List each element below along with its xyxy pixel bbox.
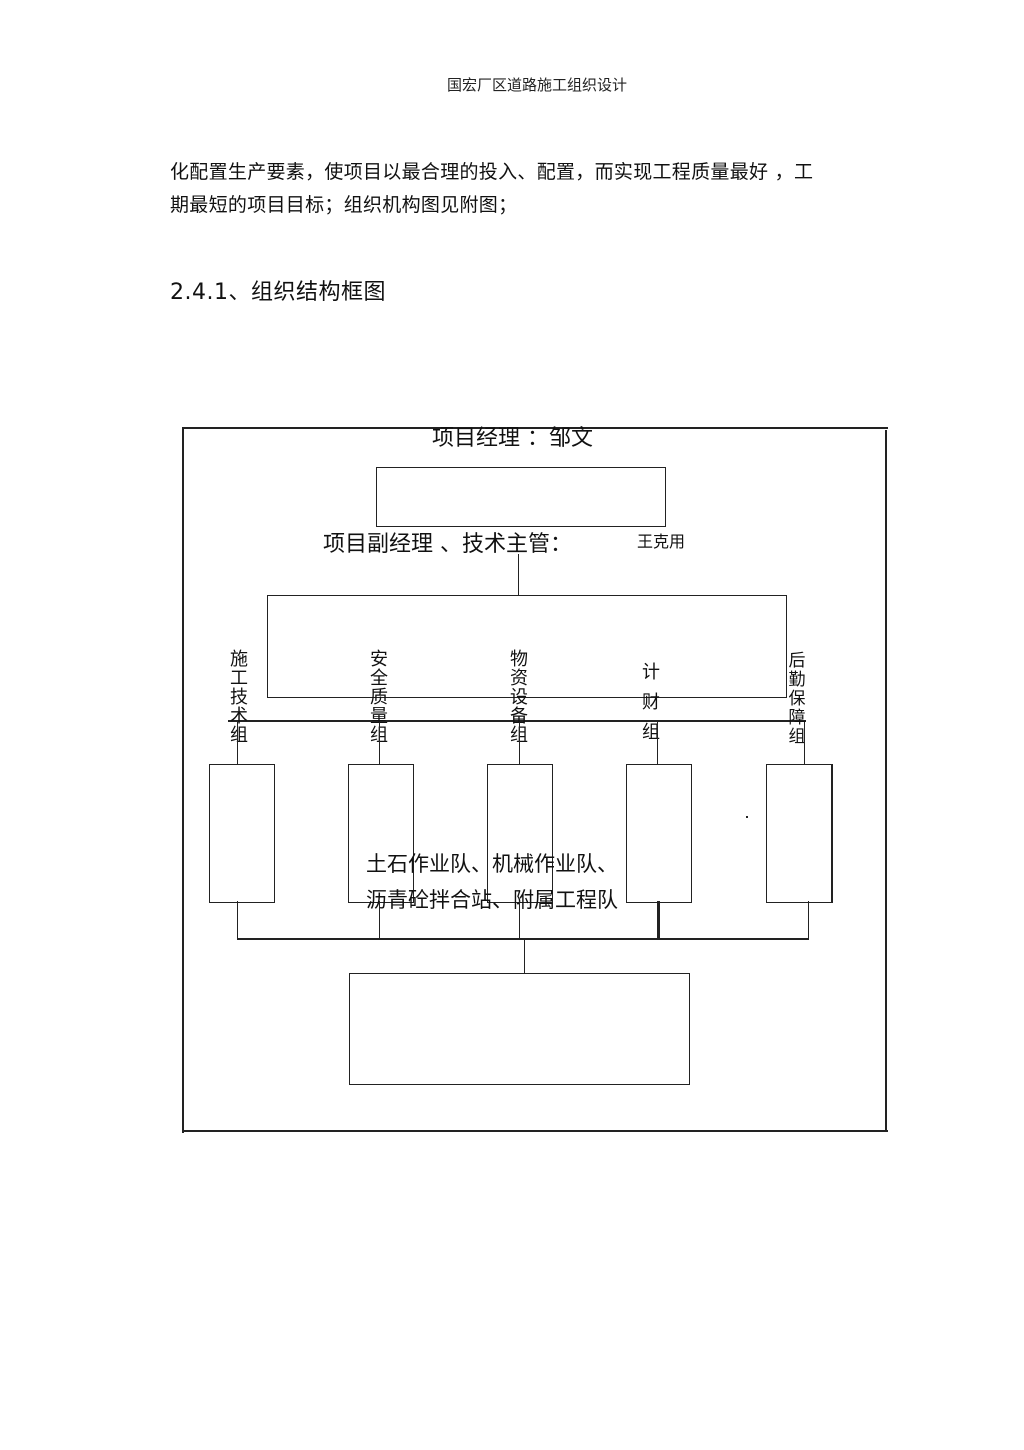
- bottom-drop-2: [379, 901, 381, 939]
- bottom-drop-4: [657, 901, 660, 939]
- deputy-label: 项目副经理 、技术主管：: [323, 532, 572, 557]
- paragraph-line-2: 期最短的项目目标；组织机构图见附图；: [170, 194, 518, 216]
- bottom-drop-3: [519, 901, 521, 939]
- frame-right-edge: [885, 430, 887, 1132]
- body-paragraph: 化配置生产要素，使项目以最合理的投入、配置，而实现工程质量最好 ，工 期最短的项…: [170, 156, 930, 222]
- deputy-box: [267, 595, 787, 698]
- connector-group-3: [519, 722, 521, 764]
- teams-line-2: 沥青砼拌合站、附属工程队: [366, 888, 618, 912]
- connector-deputy: [518, 554, 520, 596]
- deputy-name: 王克用: [637, 532, 686, 551]
- paragraph-line-1: 化配置生产要素，使项目以最合理的投入、配置，而实现工程质量最好 ，工: [170, 161, 814, 183]
- group-box-logistics: [766, 764, 833, 903]
- connector-group-4: [657, 722, 659, 764]
- finance-label-text: 计财组: [642, 662, 660, 743]
- connector-group-5: [804, 722, 806, 764]
- stray-dot: [746, 816, 748, 818]
- groups-bus-line: [228, 720, 806, 722]
- group-label-safety-quality: 安全质量组: [370, 649, 388, 746]
- bottom-drop-1: [237, 901, 239, 939]
- group-label-materials-equipment: 物资设备组: [510, 649, 528, 746]
- group-label-construction-tech: 施工技术组: [230, 649, 248, 746]
- group-label-finance: 计财组: [640, 658, 662, 748]
- manager-box: [376, 467, 666, 527]
- frame-top-edge: [182, 427, 888, 429]
- section-heading: 2.4.1、组织结构框图: [170, 280, 386, 305]
- frame-left-edge: [182, 427, 184, 1133]
- teams-line-1: 土石作业队、机械作业队、: [366, 852, 618, 876]
- group-box-finance: [626, 764, 692, 903]
- group-label-logistics: 后勤保障组: [788, 651, 806, 747]
- group-box-materials-equipment: [487, 764, 553, 903]
- group-box-construction-tech: [209, 764, 275, 903]
- teams-box: [349, 973, 690, 1085]
- manager-label: 项目经理 ：邹文: [432, 426, 593, 451]
- bottom-drop-5: [808, 901, 810, 939]
- page-header: 国宏厂区道路施工组织设计: [446, 76, 627, 94]
- connector-group-1: [237, 722, 239, 764]
- group-box-safety-quality: [348, 764, 414, 903]
- frame-bottom-edge: [182, 1130, 888, 1132]
- connector-teams: [524, 939, 526, 973]
- connector-group-2: [379, 722, 381, 764]
- bottom-bus-line: [237, 938, 809, 940]
